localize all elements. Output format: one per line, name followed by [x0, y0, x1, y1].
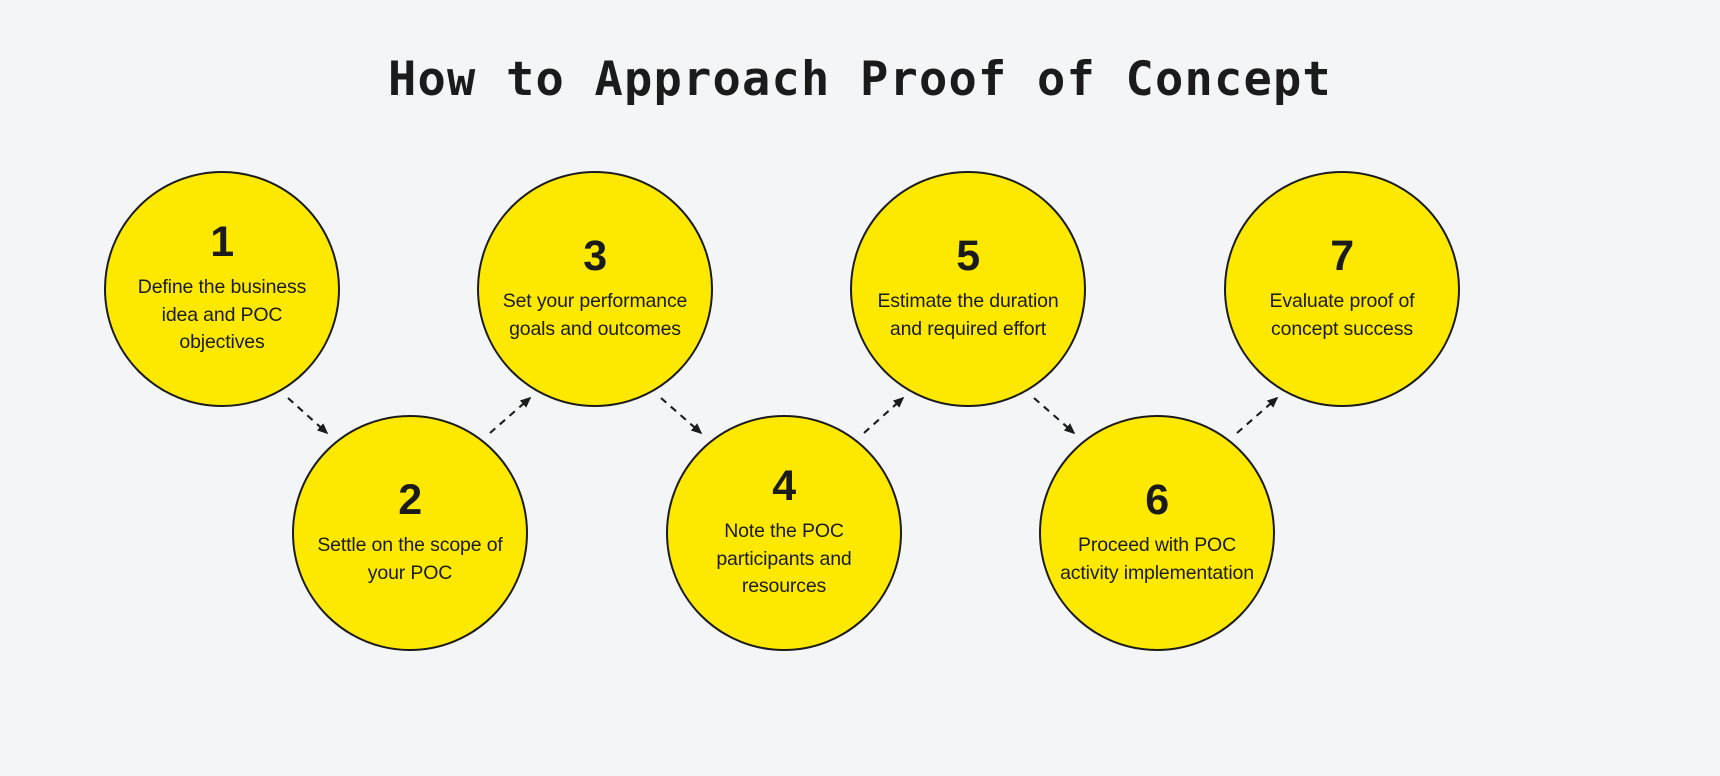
step-label-2: Settle on the scope of your POC	[317, 533, 503, 584]
connector-6-to-7	[1236, 396, 1279, 434]
step-label-6: Proceed with POC activity implementation	[1060, 533, 1254, 584]
step-number-5: 5	[956, 231, 980, 280]
step-node-1[interactable]: 1 Define the business idea and POC objec…	[104, 171, 340, 407]
connector-5-to-6	[1033, 397, 1076, 435]
connector-1-to-2	[287, 397, 329, 435]
step-number-3: 3	[583, 231, 607, 280]
step-node-7[interactable]: 7 Evaluate proof of concept success	[1224, 171, 1460, 407]
connector-3-to-4	[660, 397, 703, 435]
step-number-2: 2	[398, 475, 422, 524]
step-number-6: 6	[1145, 475, 1169, 524]
step-node-5[interactable]: 5 Estimate the duration and required eff…	[850, 171, 1086, 407]
step-label-1: Define the business idea and POC objecti…	[137, 275, 307, 354]
page-title: How to Approach Proof of Concept	[388, 52, 1332, 107]
step-number-4: 4	[772, 461, 796, 510]
step-label-7: Evaluate proof of concept success	[1269, 289, 1415, 340]
step-number-1: 1	[210, 217, 234, 266]
step-node-2[interactable]: 2 Settle on the scope of your POC	[292, 415, 528, 651]
step-number-7: 7	[1330, 231, 1354, 280]
step-label-3: Set your performance goals and outcomes	[502, 289, 688, 340]
step-node-3[interactable]: 3 Set your performance goals and outcome…	[477, 171, 713, 407]
step-label-5: Estimate the duration and required effor…	[877, 289, 1059, 340]
step-node-4[interactable]: 4 Note the POC participants and resource…	[666, 415, 902, 651]
connector-2-to-3	[489, 396, 532, 434]
connector-4-to-5	[863, 396, 905, 434]
step-label-4: Note the POC participants and resources	[716, 519, 852, 598]
step-node-6[interactable]: 6 Proceed with POC activity implementati…	[1039, 415, 1275, 651]
